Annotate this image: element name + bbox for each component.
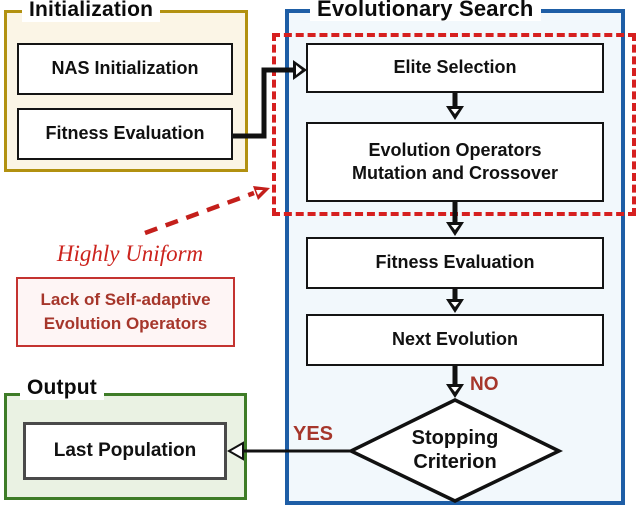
elite-selection-node: Elite Selection xyxy=(306,43,604,93)
dashed-annotation-arrowhead-inner xyxy=(256,190,263,195)
no-branch-label: NO xyxy=(470,374,499,395)
fitness-evaluation-search-label: Fitness Evaluation xyxy=(375,252,535,273)
dashed-annotation-arrowhead xyxy=(253,186,270,200)
evolution-operators-label-line1: Evolution Operators xyxy=(368,139,542,160)
evolution-operators-node: Evolution Operators Mutation and Crossov… xyxy=(306,122,604,202)
fitness-evaluation-search-node: Fitness Evaluation xyxy=(306,237,604,289)
nas-initialization-label: NAS Initialization xyxy=(51,58,199,79)
warning-box: Lack of Self-adaptive Evolution Operator… xyxy=(16,277,235,347)
evolution-operators-label-line2: Mutation and Crossover xyxy=(351,163,559,183)
yes-branch-label: YES xyxy=(293,423,334,445)
stopping-criterion-label: Stopping Criterion xyxy=(375,426,535,475)
evolutionary-search-title: Evolutionary Search xyxy=(310,0,541,21)
initialization-title: Initialization xyxy=(22,0,161,22)
warning-line2: Evolution Operators xyxy=(43,314,208,333)
fitness-evaluation-init-node: Fitness Evaluation xyxy=(17,108,233,160)
next-evolution-node: Next Evolution xyxy=(306,314,604,366)
fitness-evaluation-init-label: Fitness Evaluation xyxy=(45,123,205,144)
nas-initialization-node: NAS Initialization xyxy=(17,43,233,95)
stopping-criterion-line2: Criterion xyxy=(413,451,497,474)
output-title: Output xyxy=(20,376,105,400)
stopping-criterion-line1: Stopping xyxy=(411,427,499,449)
dashed-annotation-arrow xyxy=(144,190,255,236)
last-population-label: Last Population xyxy=(53,439,197,461)
next-evolution-label: Next Evolution xyxy=(391,329,518,350)
last-population-node: Last Population xyxy=(23,422,227,480)
warning-line1: Lack of Self-adaptive xyxy=(40,290,211,310)
highly-uniform-annotation: Highly Uniform xyxy=(56,241,204,266)
elite-selection-label: Elite Selection xyxy=(393,57,517,78)
